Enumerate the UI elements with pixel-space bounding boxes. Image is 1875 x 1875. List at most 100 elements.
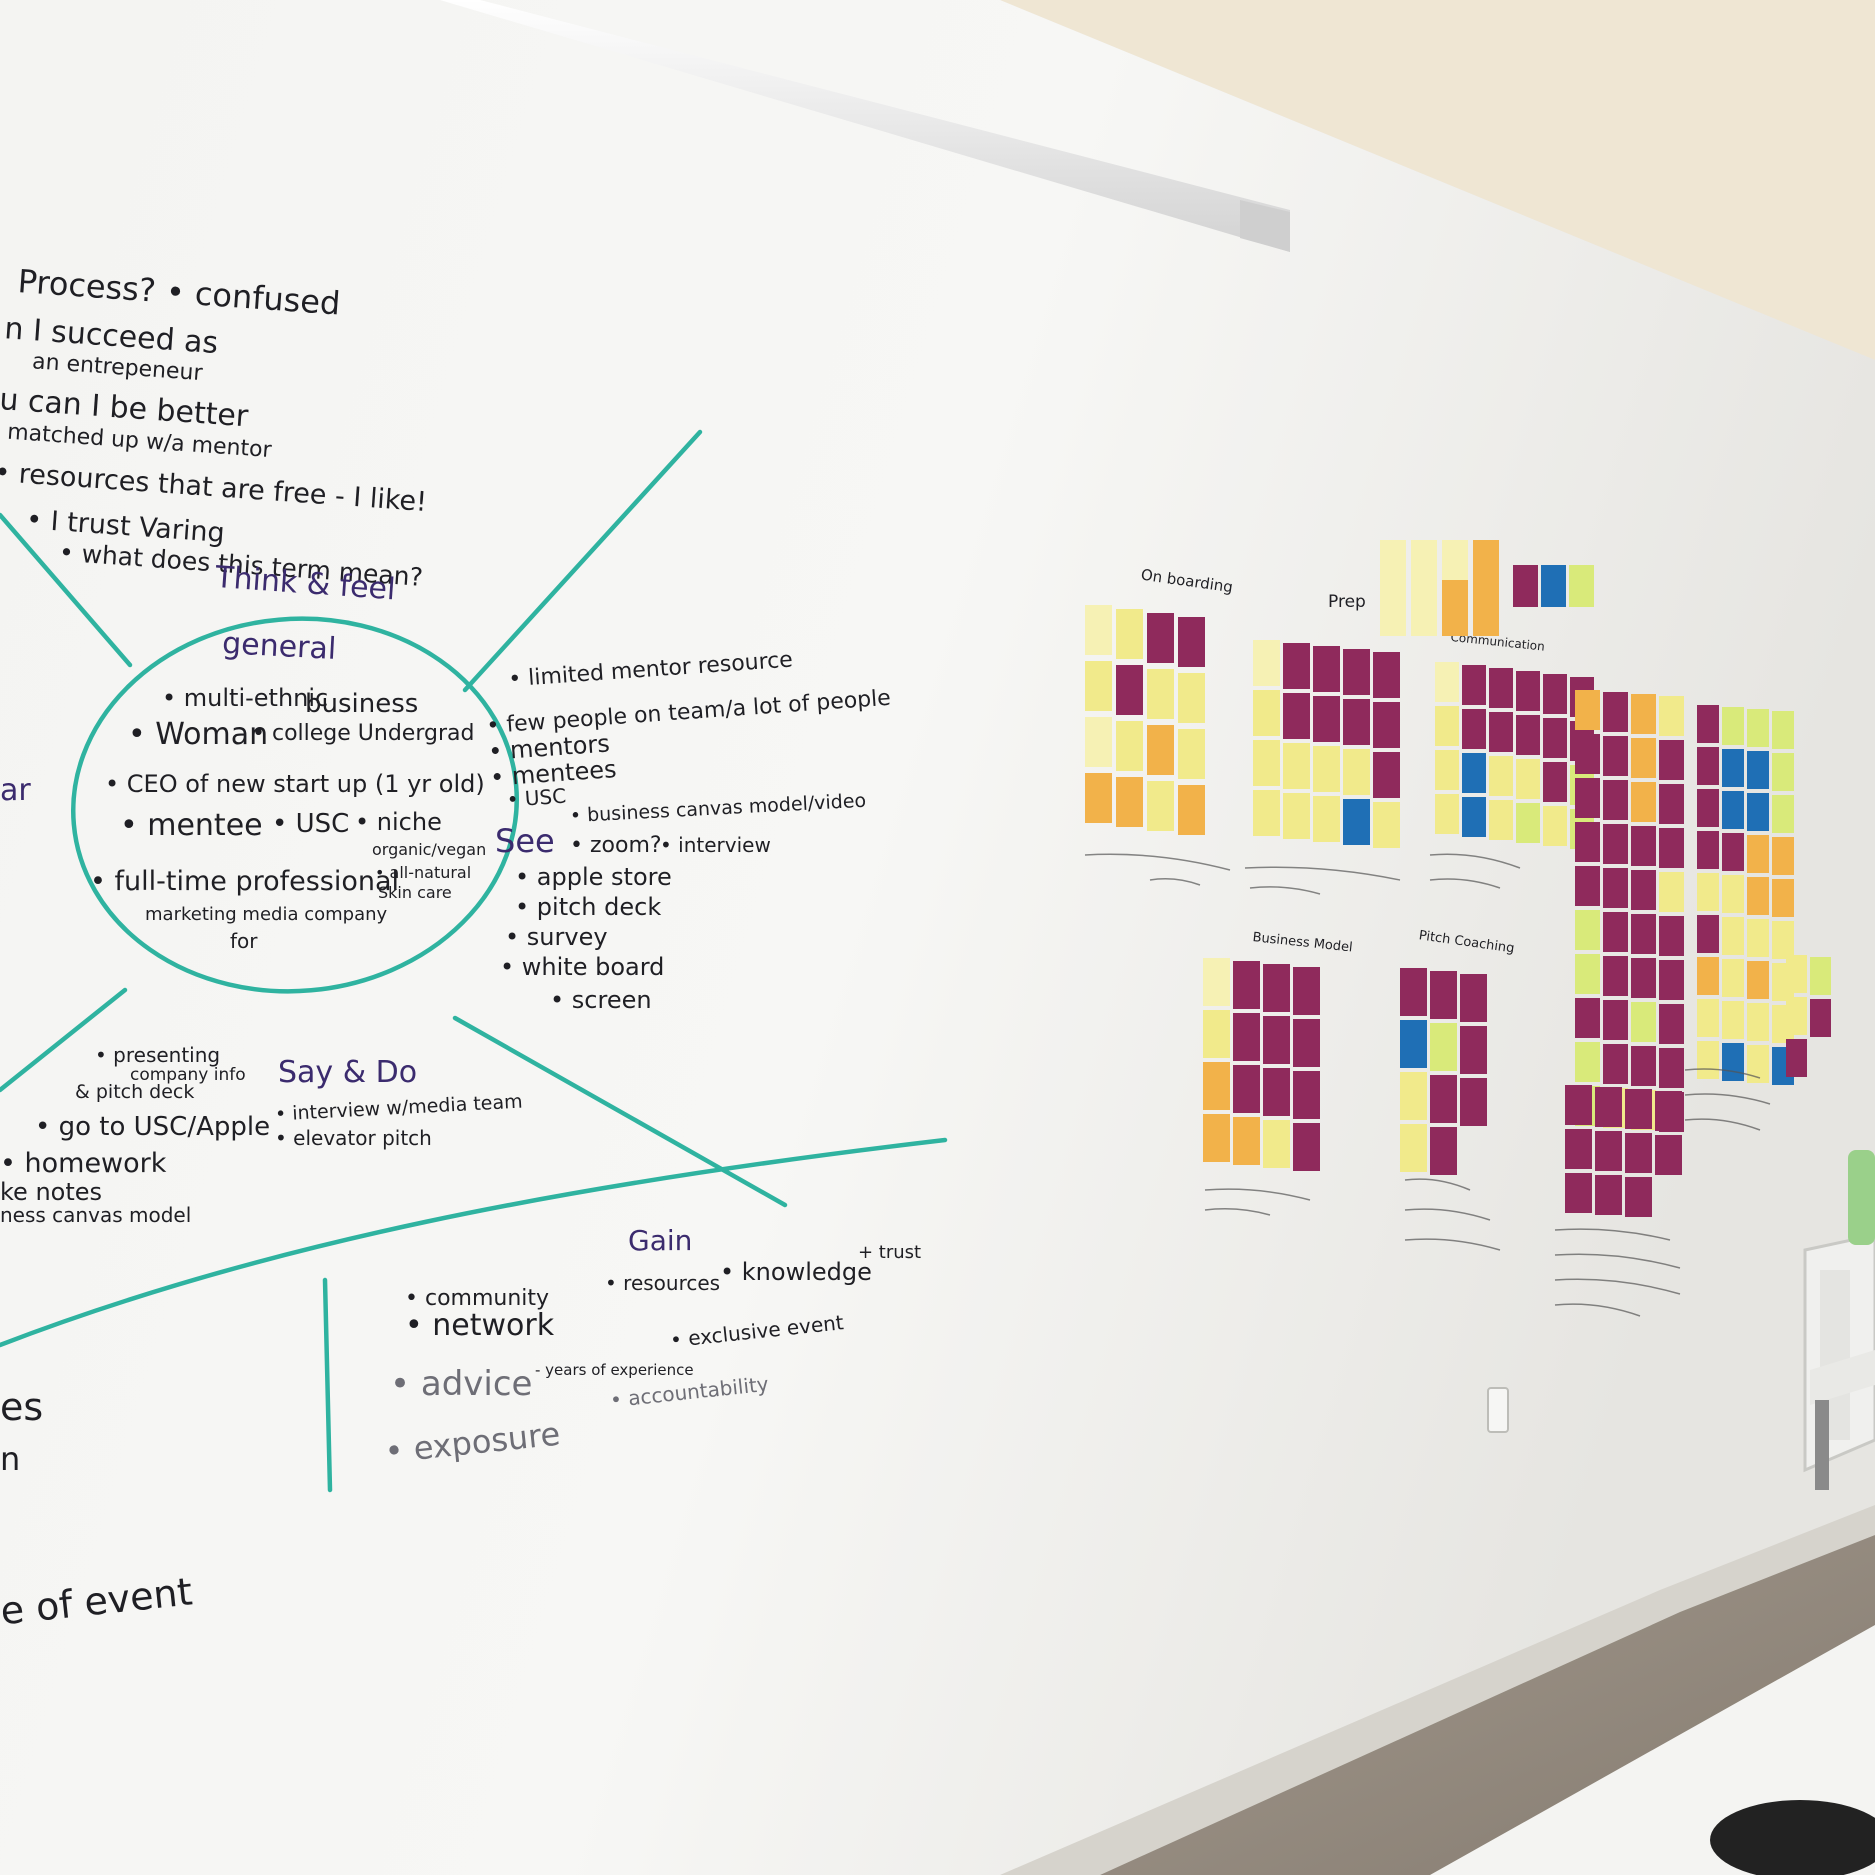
scribble-line [1684,1068,1761,1079]
empathy-map-lines [0,429,948,1493]
sticky-note [1435,706,1459,746]
sticky-note [1233,1013,1260,1061]
sticky-note [1595,1131,1622,1171]
sticky-note [1631,738,1656,778]
sticky-notes [1085,540,1831,1217]
see-item: • apple store [515,863,672,891]
fragment: es [0,1385,43,1429]
sticky-note [1697,915,1719,953]
sticky-note [1747,793,1769,831]
left-edge-text: ar [0,773,31,808]
sticky-note [1233,1065,1260,1113]
sticky-note [1595,1087,1622,1127]
sticky-note [1313,796,1340,842]
sticky-note [1575,998,1600,1038]
sticky-note [1380,580,1406,636]
scribble-line [1554,1253,1681,1269]
sticky-note [1631,1002,1656,1042]
sticky-note [1462,797,1486,837]
scribbled-notes [1084,853,1771,1317]
sticky-note [1147,781,1174,831]
sticky-note [1722,917,1744,955]
sticky-note [1462,665,1486,705]
sticky-note [1543,718,1567,758]
sticky-note [1293,1019,1320,1067]
sticky-note [1655,1135,1682,1175]
gain-item: - years of experience [535,1361,694,1379]
general-item: • Woman [128,717,268,752]
sticky-note [1313,696,1340,742]
sticky-note [1293,1123,1320,1171]
sticky-note [1430,1075,1457,1123]
sticky-note [1659,740,1684,780]
sticky-note [1430,1023,1457,1071]
header-prep: Prep [1328,592,1366,612]
center-circle [71,616,519,994]
sticky-note [1772,879,1794,917]
sticky-note [1625,1089,1652,1129]
sticky-note [1625,1133,1652,1173]
sticky-note [1575,690,1600,730]
say-do-item: company info [130,1065,246,1085]
sticky-note [1233,1117,1260,1165]
sticky-note [1085,773,1112,823]
sticky-note [1722,833,1744,871]
sticky-note [1659,1004,1684,1044]
scribble-line [1554,1278,1681,1295]
sticky-note [1631,782,1656,822]
sticky-note [1631,826,1656,866]
sticky-note [1147,669,1174,719]
see-label: See [495,822,555,860]
sticky-note [1293,967,1320,1015]
see-item: • pitch deck [515,893,661,921]
sticky-note [1575,778,1600,818]
sticky-note [1489,712,1513,752]
scribble-line [1684,1093,1771,1105]
sticky-note [1603,1000,1628,1040]
sticky-note [1659,784,1684,824]
sticky-note [1722,1001,1744,1039]
gain-item: • knowledge [720,1258,872,1286]
general-item: • multi-ethnic [162,684,328,712]
sticky-note [1442,580,1468,636]
sticky-note [1697,957,1719,995]
general-item: • all-natural [375,863,471,882]
sticky-note [1625,1177,1652,1217]
sticky-note [1772,921,1794,959]
note-line: • USC [506,784,567,812]
scribble-line [1084,853,1231,871]
sticky-note [1460,1026,1487,1074]
see-item: • interview [660,833,771,857]
sticky-note [1603,912,1628,952]
sticky-note [1747,1045,1769,1083]
sticky-note [1462,709,1486,749]
sticky-note [1516,715,1540,755]
sticky-note [1575,822,1600,862]
sticky-note [1411,580,1437,636]
sticky-note [1722,791,1744,829]
sticky-note [1460,974,1487,1022]
sticky-note [1697,789,1719,827]
sticky-note [1253,740,1280,786]
say-do-group: Say & Do • presenting company info & pit… [0,1043,523,1227]
sticky-note [1543,674,1567,714]
scribble-line [1684,1118,1761,1131]
sticky-note [1747,751,1769,789]
sticky-note [1772,795,1794,833]
sticky-note [1603,824,1628,864]
scribble-line [1149,878,1201,886]
general-item: • niche [355,808,442,836]
sticky-note [1489,668,1513,708]
sticky-note [1178,729,1205,779]
general-group: general • multi-ethnic business • Woman … [90,626,486,953]
sticky-note [1543,806,1567,846]
general-item: marketing media company [145,904,388,925]
sticky-note [1810,999,1831,1037]
sticky-note [1283,693,1310,739]
scribble-line [1244,866,1401,881]
sticky-note [1575,866,1600,906]
sticky-note [1430,1127,1457,1175]
sticky-note [1722,875,1744,913]
sticky-note [1631,870,1656,910]
